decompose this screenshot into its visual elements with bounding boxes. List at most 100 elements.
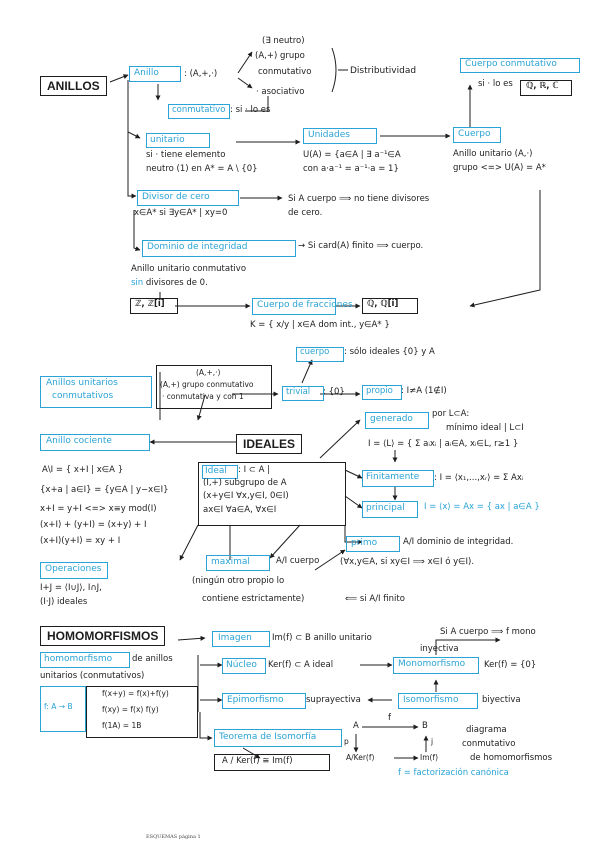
divisor-label: Divisor de cero: [142, 192, 210, 202]
anillo-cociente-label: Anillo cociente: [46, 436, 112, 446]
anillos-unitarios-box: [40, 376, 152, 408]
qrc-text: ℚ, ℝ, ℂ: [526, 81, 559, 91]
qrc-box: [520, 80, 572, 96]
dominio-desc-1: Anillo unitario conmutativo: [131, 264, 247, 274]
nucleo-box: [222, 658, 266, 674]
cuerpo-small-label: cuerpo: [300, 347, 330, 357]
cociente-1: A\I = { x+I | x∈A }: [42, 465, 124, 475]
diagram-j: j: [431, 737, 434, 746]
imagen-label: Imagen: [218, 633, 252, 643]
principal-label: principal: [366, 503, 405, 513]
zz-box: [130, 298, 178, 314]
cociente-3: x+I = y+I <=> x≡y mod(I): [40, 504, 157, 514]
page-footer: ESQUEMAS página 1: [146, 834, 201, 840]
cociente-2: {x+a | a∈I} = {y∈A | y−x∈I}: [40, 485, 169, 495]
nucleo-label: Núcleo: [226, 660, 257, 670]
primo-def-1: A/I dominio de integridad.: [403, 537, 514, 547]
trivial-label: trivial: [286, 387, 311, 397]
unitario-def-2: neutro (1) en A* = A \ {0}: [146, 164, 258, 174]
cuerpo-conmutativo-box: [460, 58, 580, 73]
unidades-def-1: U(A) = {a∈A | ∃ a⁻¹∈A: [303, 150, 401, 160]
f-props-box: [86, 686, 198, 738]
generado-box: [365, 412, 429, 429]
qq-text: ℚ, ℚ[i]: [367, 299, 399, 309]
homomorfismo-box: [40, 652, 130, 668]
f-prop-3: f(1A) = 1B: [102, 721, 142, 730]
principal-box: [362, 501, 418, 518]
propio-label: propio: [366, 386, 393, 396]
cuerpo-small-box: [296, 347, 344, 362]
diagram-desc-2: conmutativo: [462, 739, 516, 749]
monomorfismo-box: [393, 657, 479, 674]
oper-1: I+J = ⟨I∪J⟩, I∩J,: [40, 583, 102, 593]
unidades-def-2: con a·a⁻¹ = a⁻¹·a = 1}: [303, 164, 399, 174]
anillos-unitarios-2: conmutativos: [52, 391, 114, 401]
finitamente-box: [362, 470, 434, 487]
diagram-b: B: [422, 721, 428, 731]
maximal-label: maximal: [211, 557, 250, 567]
maximal-def-1: A/I cuerpo: [276, 556, 320, 566]
cuerpo-label: Cuerpo: [458, 129, 491, 139]
inyectiva-text: inyectiva: [420, 644, 459, 654]
operaciones-box: [40, 562, 108, 579]
dominio-box: [142, 240, 296, 257]
propio-def: : I≠A (1∉I): [401, 386, 447, 396]
primo-def-2: (∀x,y∈A, si xy∈I ⟹ x∈I ó y∈I).: [340, 557, 475, 567]
factorizacion-text: f = factorización canónica: [398, 768, 509, 778]
epimorfismo-box: [222, 693, 306, 709]
anillo-label: Anillo: [134, 68, 159, 78]
propio-box: [362, 385, 402, 400]
ideal-def-3: (x+y∈I ∀x,y∈I, 0∈I): [203, 491, 289, 501]
grupo-text: (A,+) grupo: [255, 51, 305, 61]
teorema-eq: A / Ker(f) ≅ Im(f): [222, 756, 293, 766]
maximal-box: [206, 555, 270, 571]
conmutativo-box: [168, 104, 230, 119]
dominio-def: → Si card(A) finito ⟹ cuerpo.: [298, 241, 424, 251]
cociente-5: (x+I)(y+I) = xy + I: [40, 536, 121, 546]
teorema-label: Teorema de Isomorfía: [219, 732, 317, 742]
f-prop-1: f(x+y) = f(x)+f(y): [102, 689, 169, 698]
ideales-heading: IDEALES: [236, 434, 303, 454]
oper-2: (I·J) ideales: [40, 597, 88, 607]
asociativo-text: · asociativo: [256, 87, 305, 97]
diagram-f: f: [388, 713, 391, 723]
f-prop-2: f(xy) = f(x) f(y): [102, 705, 159, 714]
f-map-box: [40, 686, 86, 732]
conmutativo-label: conmutativo: [172, 105, 226, 115]
primo-label: primo: [351, 538, 378, 548]
cuerpo-frac-box: [252, 298, 336, 315]
ideal-label-box: [202, 465, 238, 479]
unitario-label: unitario: [150, 135, 185, 145]
epimorfismo-label: Epimorfismo: [227, 695, 284, 705]
diagram-desc-1: diagrama: [466, 725, 507, 735]
divisor-def: x∈A* si ∃y∈A* | xy=0: [134, 208, 228, 218]
zz-text: ℤ, ℤ[i]: [135, 299, 165, 309]
cuerpo-small-def: : sólo ideales {0} y A: [344, 347, 435, 357]
epi-def: suprayectiva: [306, 695, 361, 705]
generado-label: generado: [370, 414, 413, 424]
isomorfismo-label: Isomorfismo: [403, 695, 459, 705]
si-cuerpo-mono: Si A cuerpo ⟹ f mono: [440, 627, 536, 637]
iso-def: biyectiva: [482, 695, 521, 705]
diagram-a-ker: A/Ker(f): [346, 753, 375, 762]
diagram-a: A: [353, 721, 359, 731]
homomorfismos-heading: HOMOMORFISMOS: [40, 626, 166, 646]
maximal-def-2: (ningún otro propio lo: [192, 576, 285, 586]
grupo-box-2: (A,+) grupo conmutativo: [160, 380, 254, 389]
diagram-im: Im(f): [420, 753, 439, 762]
distributividad-text: Distributividad: [350, 66, 417, 76]
cuerpo-frac-label: Cuerpo de fracciones: [257, 300, 353, 310]
finitamente-label: Finitamente: [366, 472, 420, 482]
isomorfismo-box: [398, 693, 478, 709]
conmutativo-def: : si · lo es: [230, 105, 271, 115]
cuerpo-def-1: Anillo unitario (A,·): [453, 149, 533, 159]
ideal-def-2: (I,+) subgrupo de A: [203, 478, 287, 488]
generado-def-3: I = ⟨L⟩ = { Σ aᵢxᵢ | aᵢ∈A, xᵢ∈L, r≥1 }: [368, 439, 519, 449]
neutro-text: (∃ neutro): [262, 36, 305, 46]
homo-def-1: de anillos: [132, 654, 173, 664]
imagen-box: [212, 631, 270, 647]
unitario-def-1: si · tiene elemento: [146, 150, 226, 160]
unidades-box: [303, 128, 377, 144]
